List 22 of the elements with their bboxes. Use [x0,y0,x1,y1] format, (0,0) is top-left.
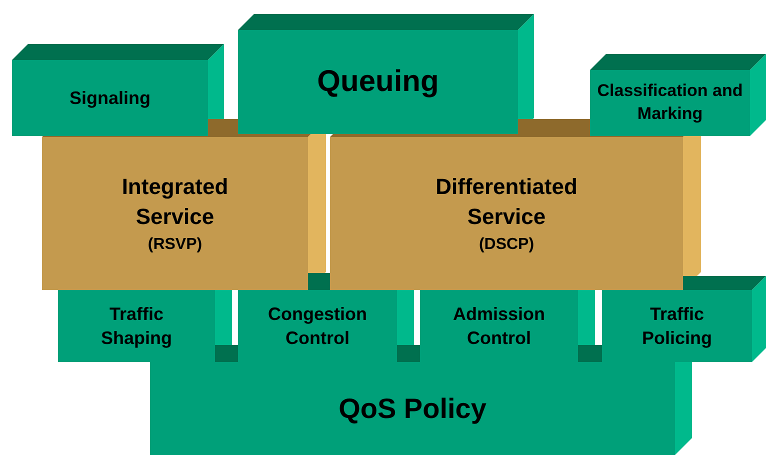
block [238,290,397,362]
block-title: Signaling [70,86,150,110]
block-subtitle: (DSCP) [478,235,534,256]
block-title: Congestion Control [267,302,368,350]
block [238,30,518,134]
block-title: Admission Control [452,302,546,350]
block [42,137,308,290]
block-title: Integrated Service [120,172,230,230]
block [590,70,750,136]
block [58,290,215,362]
block [330,137,683,290]
block-title: Differentiated Service [434,172,578,230]
block-title: Traffic Shaping [100,302,173,350]
block [602,290,752,362]
block-title: Classification and Marking [596,80,744,125]
block-subtitle: (RSVP) [148,235,202,256]
block [150,362,675,455]
block-title: QoS Policy [338,392,486,426]
block-title: Queuing [317,64,439,100]
block [420,290,578,362]
block [12,60,208,136]
block-title: Traffic Policing [640,302,713,350]
